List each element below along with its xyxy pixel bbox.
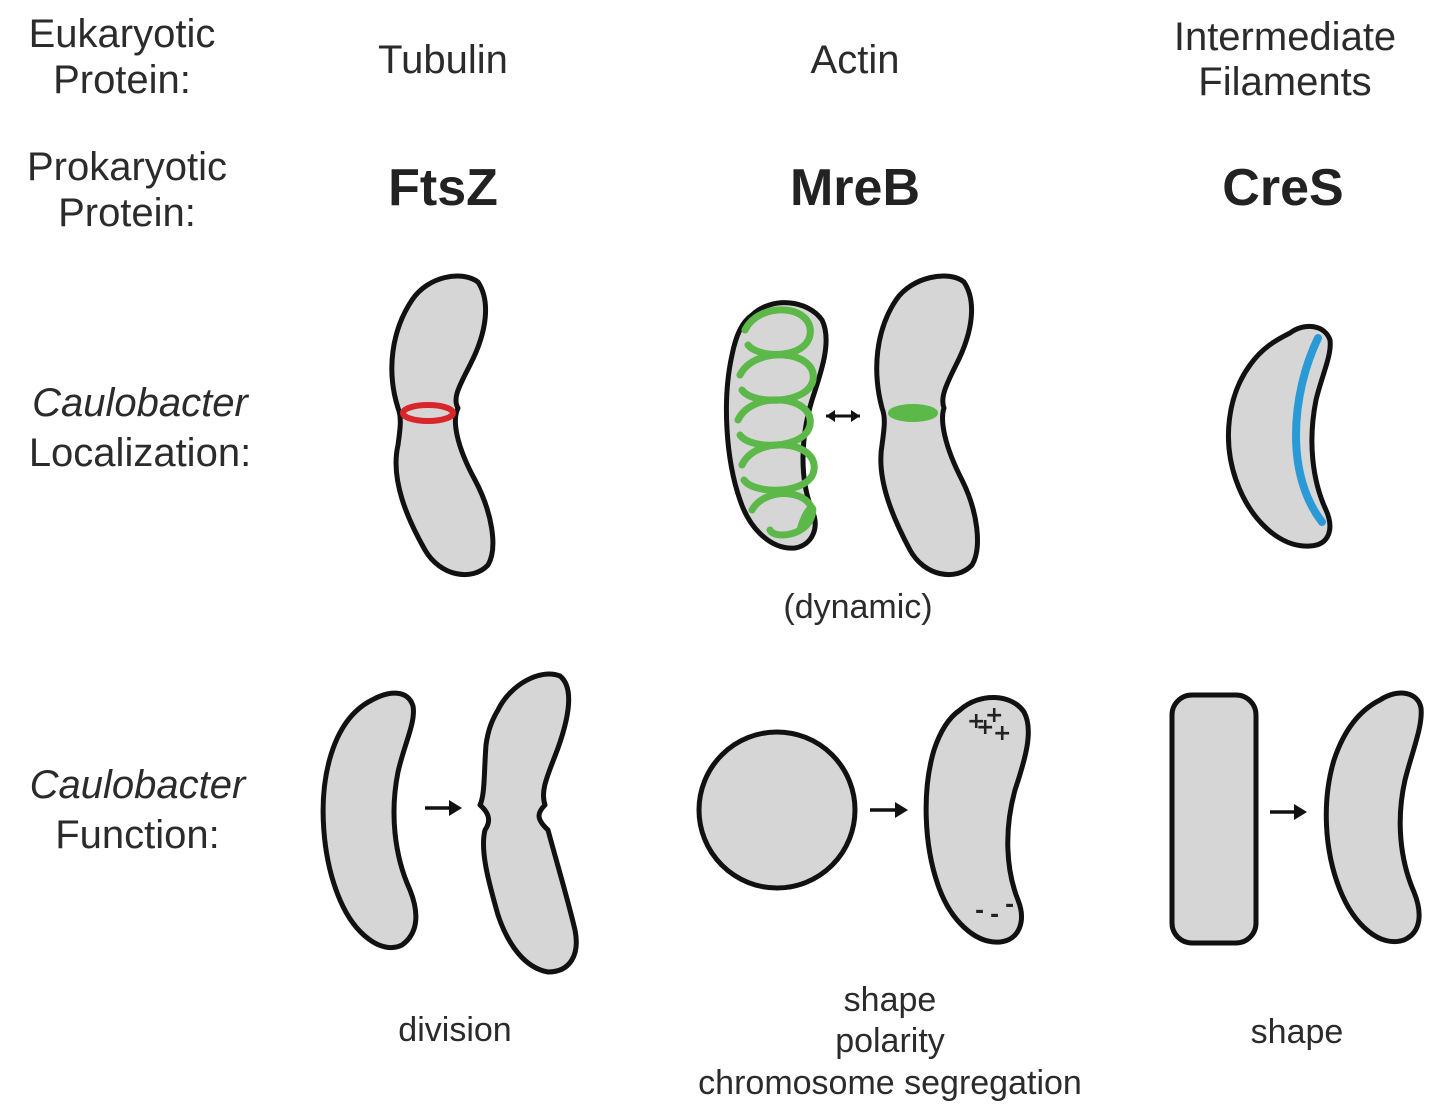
mreb-function-crescent-cell <box>923 695 1031 945</box>
mreb-midcell-band <box>888 404 938 422</box>
caption-mreb-functions: shape polarity chromosome segregation <box>698 981 1082 1102</box>
ftsz-function-dividing-cell <box>477 671 579 975</box>
row-label-function: Caulobacter Function: <box>29 763 246 857</box>
mreb-function-spherical-cell <box>696 729 858 891</box>
svg-text:+: + <box>967 709 985 734</box>
svg-text:+: + <box>985 703 1003 728</box>
caption-dynamic: (dynamic) <box>783 588 933 626</box>
row-label-eukaryotic: Eukaryotic Protein: <box>28 12 216 102</box>
double-arrow-icon <box>826 410 860 422</box>
cres-function-rod-cell <box>1169 692 1259 946</box>
arrow-icon <box>1270 804 1307 820</box>
svg-text:-: - <box>1005 893 1014 918</box>
svg-text:-: - <box>975 899 984 924</box>
ftsz-function-before-cell <box>320 690 419 951</box>
mreb-helix <box>734 306 818 539</box>
arrow-icon <box>425 800 462 816</box>
svg-text:+: + <box>993 721 1011 746</box>
prokaryotic-protein-cres: CreS <box>1222 159 1344 217</box>
cres-filament <box>1291 334 1326 526</box>
row-label-localization: Caulobacter Localization: <box>28 381 252 475</box>
arrow-icon <box>870 802 908 818</box>
caption-division: division <box>398 1011 512 1049</box>
svg-text:+: + <box>976 715 994 740</box>
eukaryotic-protein-tubulin: Tubulin <box>378 38 508 82</box>
ftsz-localization-cell <box>389 273 496 578</box>
caption-shape: shape <box>1250 1013 1344 1051</box>
prokaryotic-protein-ftsz: FtsZ <box>388 159 498 217</box>
prokaryotic-protein-mreb: MreB <box>789 159 921 217</box>
mreb-midcell-cell <box>874 273 980 578</box>
svg-text:-: - <box>990 903 999 928</box>
cres-function-crescent-cell <box>1323 690 1424 944</box>
polarity-marks: ++++ --- <box>967 703 1014 928</box>
row-label-prokaryotic: Prokaryotic Protein: <box>26 145 228 235</box>
ftsz-z-ring <box>400 402 456 424</box>
eukaryotic-protein-intermediate-filaments: Intermediate Filaments <box>1173 15 1397 104</box>
eukaryotic-protein-actin: Actin <box>810 38 900 82</box>
